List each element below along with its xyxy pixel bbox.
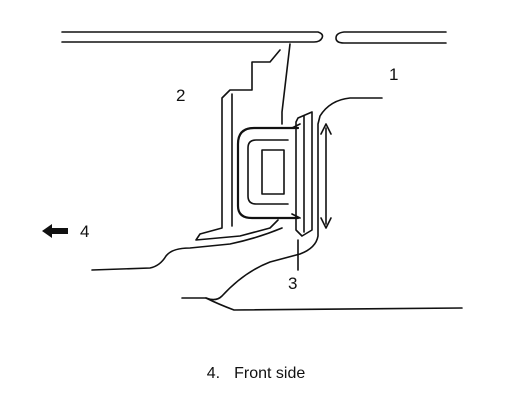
- left-arrow-icon: [42, 224, 68, 238]
- figure-caption: 4. Front side: [0, 365, 512, 383]
- clip-inner: [247, 139, 289, 205]
- lower-panel: [205, 297, 463, 311]
- callout-3: 3: [288, 274, 297, 293]
- top-panel-right: [335, 31, 447, 44]
- bracket-part-2-inner: [281, 43, 291, 125]
- lower-left-cover: [91, 227, 283, 271]
- clip-inner-window: [261, 149, 285, 195]
- retainer-part-3-notch: [291, 123, 301, 219]
- callout-1: 1: [389, 65, 398, 84]
- callout-2: 2: [176, 86, 185, 105]
- clip-outer: [236, 126, 300, 220]
- outer-panel-part-1: [181, 97, 383, 301]
- top-panel-left: [61, 31, 324, 43]
- caption-text: Front side: [234, 365, 306, 382]
- bracket-part-2: [195, 49, 281, 241]
- caption-number: 4.: [206, 365, 221, 382]
- double-headed-arrow-icon: [320, 123, 332, 229]
- retainer-part-3: [295, 111, 313, 237]
- callout-4: 4: [80, 222, 89, 241]
